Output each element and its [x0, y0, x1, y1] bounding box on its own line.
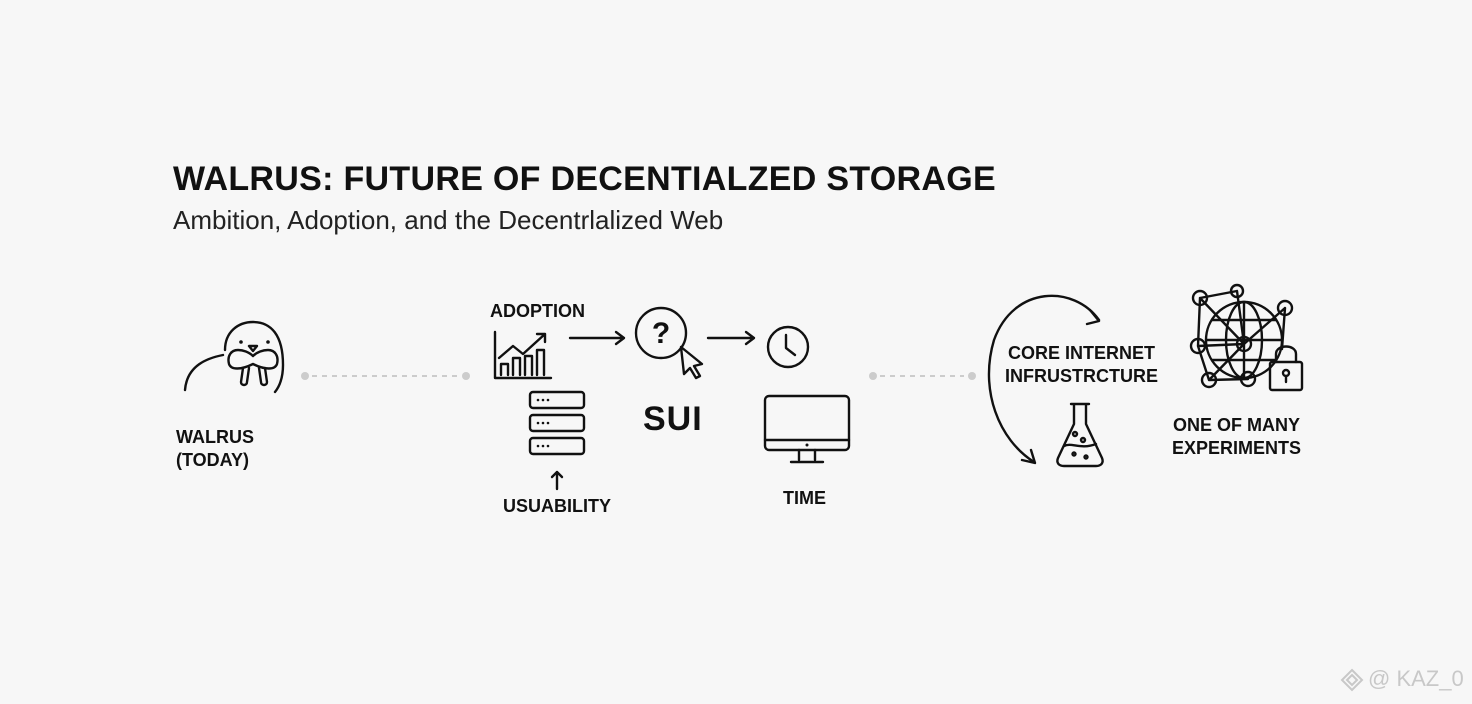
arrow-up-icon	[550, 470, 564, 491]
flask-icon	[1056, 402, 1104, 468]
walrus-label: WALRUS (TODAY)	[176, 426, 254, 472]
time-label: TIME	[783, 488, 826, 508]
question-click-icon: ?	[634, 306, 704, 380]
walrus-icon	[183, 320, 285, 394]
svg-text:?: ?	[652, 317, 670, 350]
page-subtitle: Ambition, Adoption, and the Decentrlaliz…	[173, 205, 724, 235]
growth-chart-icon	[493, 330, 553, 380]
watermark-handle: @ KAZ_0	[1368, 666, 1464, 691]
connector-1	[301, 372, 470, 380]
walrus-label-line1: WALRUS	[176, 427, 254, 447]
clock-icon	[766, 325, 810, 369]
monitor-icon	[763, 394, 851, 464]
binance-logo-icon	[1340, 668, 1364, 692]
sui-label: SUI	[643, 400, 703, 438]
core-label: CORE INTERNET INFRUSTRCTURE	[1005, 342, 1158, 388]
experiments-label: ONE OF MANY EXPERIMENTS	[1172, 414, 1301, 460]
core-label-line1: CORE INTERNET	[1007, 343, 1155, 363]
experiments-label-line2: EXPERIMENTS	[1172, 438, 1302, 458]
server-stack-icon	[528, 390, 586, 456]
arrow-right-icon	[706, 330, 756, 346]
network-globe-lock-icon	[1189, 283, 1304, 392]
usability-label: USUABILITY	[503, 496, 611, 516]
adoption-label: ADOPTION	[490, 301, 586, 321]
walrus-label-line2: (TODAY)	[176, 450, 250, 470]
core-label-line2: INFRUSTRCTURE	[1005, 366, 1158, 386]
arrow-right-icon	[568, 330, 626, 346]
cycle-arrow-icon	[987, 294, 1101, 465]
page-title: WALRUS: FUTURE OF DECENTIALZED STORAGE	[173, 160, 996, 198]
experiments-label-line1: ONE OF MANY	[1173, 415, 1301, 435]
connector-2	[869, 372, 976, 380]
